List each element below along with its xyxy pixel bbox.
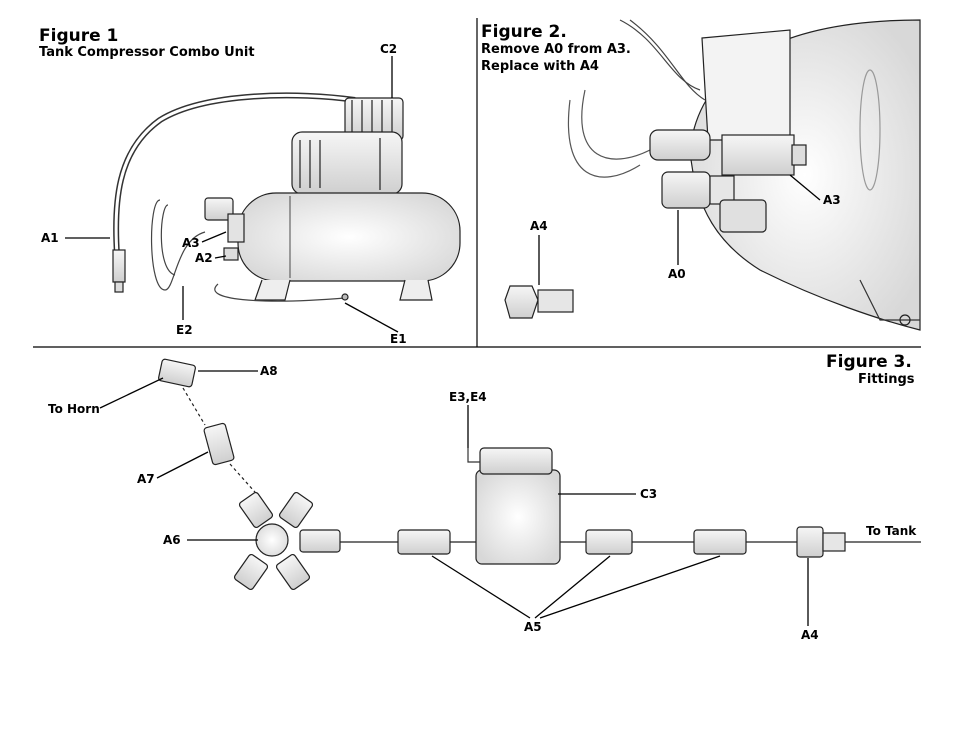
figure1-subtitle: Tank Compressor Combo Unit <box>39 45 255 60</box>
figure3-leader-lines <box>99 370 809 626</box>
figure1-compressor-sketch <box>112 92 461 302</box>
label-a2: A2 <box>195 251 213 265</box>
label-e2: E2 <box>176 323 193 337</box>
label-c3: C3 <box>640 487 658 501</box>
figure3-subtitle: Fittings <box>858 372 915 387</box>
label-a4-fig2: A4 <box>530 219 548 233</box>
figure2-leader-lines <box>538 174 821 285</box>
figure3-title: Figure 3. <box>826 352 912 372</box>
figure2-instruction-line2: Replace with A4 <box>481 59 599 74</box>
label-a4-fig3: A4 <box>801 628 819 642</box>
label-a0: A0 <box>668 267 686 281</box>
figure2-valve-closeup-sketch <box>504 19 921 331</box>
figure1-leader-lines <box>65 56 399 333</box>
label-to-horn: To Horn <box>48 402 100 416</box>
figure1-title: Figure 1 <box>39 26 119 46</box>
label-a3-fig2: A3 <box>823 193 841 207</box>
label-to-tank: To Tank <box>866 524 917 538</box>
figure2-instruction-line1: Remove A0 from A3. <box>481 42 631 57</box>
label-e1: E1 <box>390 332 407 346</box>
label-e3-e4: E3,E4 <box>449 390 487 404</box>
label-a3-fig1: A3 <box>182 236 200 250</box>
figure3-fittings-sketch <box>158 358 921 591</box>
label-a5: A5 <box>524 620 542 634</box>
figure2-title: Figure 2. <box>481 22 567 42</box>
label-c2: C2 <box>380 42 398 56</box>
label-a8: A8 <box>260 364 278 378</box>
label-a6: A6 <box>163 533 181 547</box>
label-a7: A7 <box>137 472 155 486</box>
label-a1: A1 <box>41 231 59 245</box>
